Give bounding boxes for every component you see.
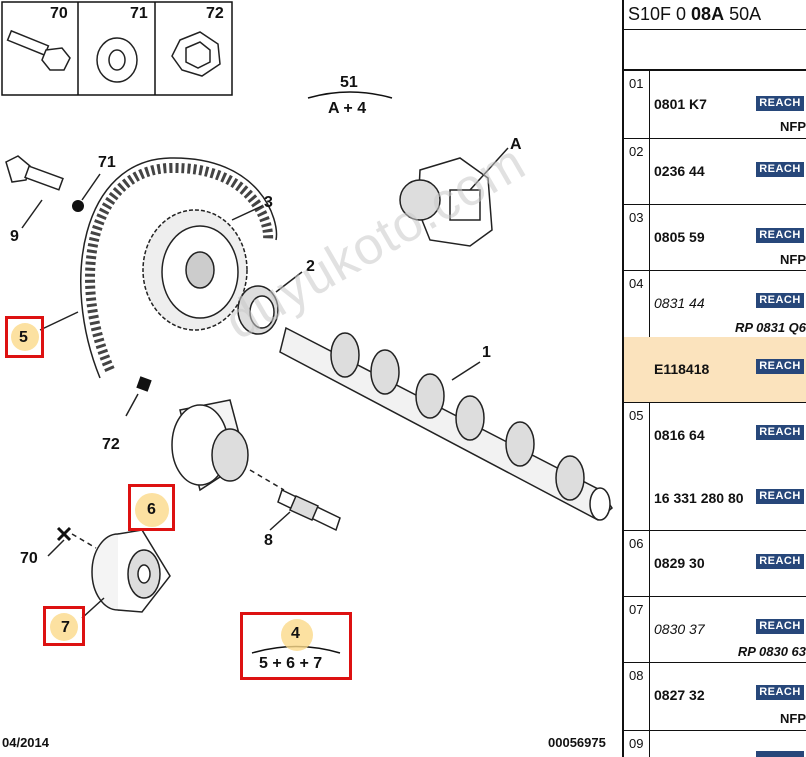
tensioner-roller-drawing (171, 399, 285, 492)
reach-badge: REACH (756, 359, 804, 374)
reach-badge: REACH (756, 293, 804, 308)
top-part-boxes (1, 1, 233, 96)
label-72: 72 (102, 436, 120, 453)
diagram-date: 04/2014 (2, 735, 49, 750)
highlight-box-5: 5 (5, 316, 44, 358)
part-ref[interactable]: 0805 59 (654, 229, 705, 245)
highlight-box-combo: 4 5 + 6 + 7 (240, 612, 352, 680)
label-5-6-7: 5 + 6 + 7 (259, 655, 323, 672)
reach-badge-clipped (756, 751, 804, 757)
reach-badge: REACH (756, 425, 804, 440)
water-pump-drawing (399, 147, 509, 247)
parts-row[interactable]: 05 0816 64 REACH 16 331 280 80 REACH (624, 403, 806, 531)
label-51: 51 (340, 74, 358, 91)
row-index: 03 (624, 205, 650, 270)
diagram-number: 00056975 (548, 735, 606, 750)
label-8: 8 (264, 532, 273, 549)
part-ref[interactable]: 0801 K7 (654, 96, 707, 112)
label-9: 9 (10, 228, 19, 245)
part-ref[interactable]: 0236 44 (654, 163, 705, 179)
parts-reference-panel: S10F 0 08A 50A 01 0801 K7 REACH NFP 02 0… (622, 0, 806, 757)
part-ref[interactable]: 0827 32 (654, 687, 705, 703)
label-a-plus-4: A + 4 (328, 100, 367, 117)
label-5: 5 (19, 329, 28, 346)
row-index: 01 (624, 71, 650, 138)
camshaft-pulley-drawing (142, 205, 263, 331)
part-ref[interactable]: 0816 64 (654, 427, 705, 443)
bolt-icon (6, 29, 71, 71)
row-index: 02 (624, 139, 650, 204)
label-71: 71 (98, 154, 116, 171)
highlight-box-7: 7 (43, 606, 85, 646)
timing-belt (85, 162, 274, 373)
reach-badge: REACH (756, 162, 804, 177)
row-index: 08 (624, 663, 650, 730)
box-label-72: 72 (206, 5, 224, 22)
row-index: 04 (624, 271, 650, 337)
row-index: 09 (624, 731, 650, 757)
label-4: 4 (291, 625, 300, 642)
parts-row[interactable]: 08 0827 32 REACH NFP (624, 663, 806, 731)
pulley-bolt-drawing (5, 155, 64, 229)
reach-badge: REACH (756, 685, 804, 700)
part-ref[interactable]: 0831 44 (654, 295, 705, 311)
reach-badge: REACH (756, 554, 804, 569)
parts-row[interactable]: 07 0830 37 REACH RP 0830 63 (624, 597, 806, 663)
label-2: 2 (306, 258, 315, 275)
parts-row[interactable]: 02 0236 44 REACH (624, 139, 806, 205)
label-7: 7 (61, 619, 70, 636)
box-label-70: 70 (50, 5, 68, 22)
reach-badge: REACH (756, 228, 804, 243)
exploded-parts-diagram: 70 71 72 51 A + 4 A 71 9 3 2 1 72 8 70 5… (1, 1, 613, 750)
part-note: RP 0831 Q6 (734, 320, 806, 335)
parts-row[interactable]: 04 0831 44 REACH RP 0831 Q6 (624, 271, 806, 337)
washer-icon (96, 37, 138, 83)
diagram-drawing (1, 1, 613, 654)
camshaft-drawing (279, 326, 613, 521)
oil-seal-drawing (237, 271, 303, 335)
panel-subheader (624, 30, 806, 71)
part-ref-alt[interactable]: 16 331 280 80 (654, 490, 744, 506)
label-A: A (510, 136, 522, 153)
part-ref[interactable]: E118418 (654, 361, 710, 377)
part-note: RP 0830 63 (737, 644, 806, 659)
parts-row[interactable]: 09 (624, 731, 806, 757)
part-note: NFP (780, 119, 806, 134)
panel-title: S10F 0 08A 50A (624, 0, 806, 30)
label-70: 70 (20, 550, 38, 567)
parts-row[interactable]: 01 0801 K7 REACH NFP (624, 71, 806, 139)
idler-roller-drawing (81, 529, 171, 619)
stud-drawing (269, 488, 341, 532)
label-6: 6 (147, 501, 156, 518)
box-label-71: 71 (130, 5, 148, 22)
parts-row[interactable]: 03 0805 59 REACH NFP (624, 205, 806, 271)
reach-badge: REACH (756, 96, 804, 111)
part-ref[interactable]: 0829 30 (654, 555, 705, 571)
highlight-box-6: 6 (128, 484, 175, 531)
nut-icon (171, 31, 221, 77)
label-1: 1 (482, 344, 491, 361)
row-index: 05 (624, 403, 650, 530)
row-index: 07 (624, 597, 650, 662)
part-note: NFP (780, 252, 806, 267)
reach-badge: REACH (756, 489, 804, 504)
part-ref[interactable]: 0830 37 (654, 621, 705, 637)
row-index: 06 (624, 531, 650, 596)
parts-row-highlighted[interactable]: E118418 REACH (624, 337, 806, 403)
part-note: NFP (780, 711, 806, 726)
reach-badge: REACH (756, 619, 804, 634)
label-3: 3 (264, 194, 273, 211)
parts-row[interactable]: 06 0829 30 REACH (624, 531, 806, 597)
